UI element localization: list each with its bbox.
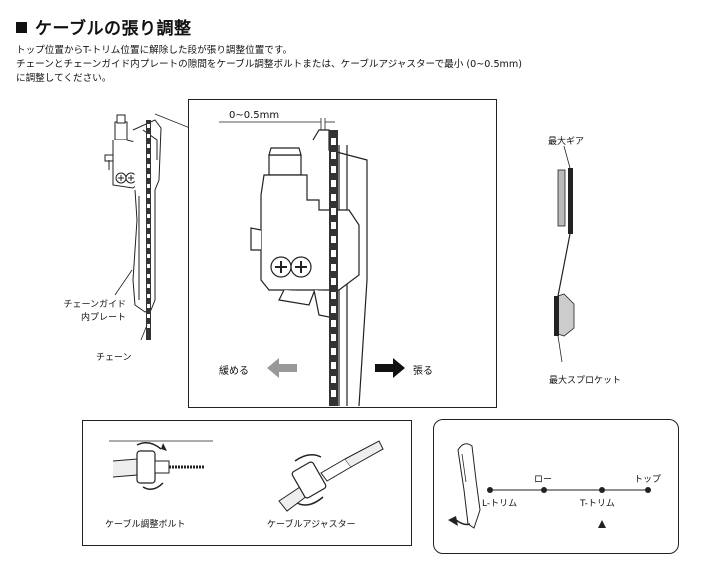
largest-sprocket-label: 最大スプロケット (549, 376, 622, 386)
detail-panel: 0~0.5mm 緩める 張る (188, 99, 497, 408)
tighten-label: 張る (413, 366, 433, 377)
page-title: ケーブルの張り調整 (16, 14, 191, 39)
body-line-1: トップ位置からT-トリム位置に解除した段が張り調整位置です。 (16, 45, 293, 56)
loosen-arrow-icon (267, 358, 297, 378)
label-chain-guide-line1: チェーンガイド (63, 300, 126, 310)
label-chain: チェーン (96, 353, 132, 363)
gear-alignment-illustration (554, 146, 575, 363)
adjusters-panel: ケーブル調整ボルト ケーブルアジャスター (82, 420, 412, 546)
derailleur-overview-illustration (104, 113, 190, 340)
t-trim-position-label: T-トリム (580, 499, 615, 509)
loosen-label: 緩める (219, 366, 249, 377)
top-position-label: トップ (634, 475, 662, 485)
title-square-icon (16, 22, 27, 33)
detail-illustration (219, 118, 405, 407)
l-trim-position-label: L-トリム (482, 499, 518, 509)
cable-adjuster-label: ケーブルアジャスター (267, 520, 356, 530)
cable-adjust-bolt-label: ケーブル調整ボルト (105, 520, 186, 530)
body-line-3: に調整してください。 (16, 73, 112, 84)
gap-label: 0~0.5mm (229, 110, 280, 121)
largest-gear-label: 最大ギア (548, 137, 585, 147)
label-chain-guide-line2: 内プレート (80, 313, 126, 323)
low-position-label: ロー (534, 475, 553, 485)
lever-position-panel: ロー トップ L-トリム T-トリム (433, 419, 679, 554)
tighten-arrow-icon (375, 358, 405, 378)
body-line-2: チェーンとチェーンガイド内プレートの隙間をケーブル調整ボルトまたは、ケーブルアジ… (16, 59, 522, 70)
lever-position-illustration (448, 443, 651, 529)
title-text: ケーブルの張り調整 (35, 19, 192, 39)
adjusters-illustration (109, 440, 384, 512)
